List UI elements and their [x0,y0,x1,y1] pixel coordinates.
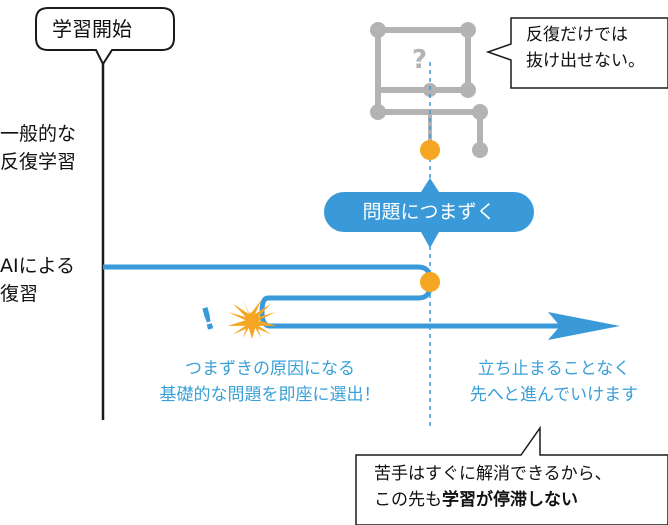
stumble-pill [324,178,534,248]
bottom-bubble-line2: この先も学習が停滞しない [374,487,612,513]
loop-joints [370,22,488,158]
ai-review-label: AIによる 復習 [0,253,75,308]
loop-joint [370,104,386,120]
loop-joint [472,104,488,120]
exclamation-icon: ! [197,301,219,338]
cause-text-line2: 基礎的な問題を即座に選出！ [159,384,381,405]
general-repetition-label: 一般的な 反復学習 [0,121,76,176]
stumble-point-general [420,140,440,160]
loop-joint [370,22,386,38]
stumble-point-ai [420,272,440,292]
ai-path [103,264,560,329]
general-label-line2: 反復学習 [0,150,77,173]
stumble-pill-text: 問題につまずく [362,201,496,223]
loop-bubble [485,17,668,89]
ai-arrow-head [548,312,620,340]
cause-text-line1: つまずきの原因になる [185,359,355,379]
start-bubble [35,7,175,67]
loop-joint [460,82,476,98]
continue-text: 立ち止まることなく 先へと進んでいけます [444,357,664,408]
loop-bubble-line1: 反復だけでは [526,25,628,45]
general-label-line1: 一般的な [0,123,77,145]
bottom-bubble [355,425,668,525]
cause-text: つまずきの原因になる 基礎的な問題を即座に選出！ [130,357,410,408]
ai-label-line1: AIによる [0,255,76,277]
loop-joint [460,22,476,38]
loop-bubble-line2: 抜け出せない。 [526,51,645,72]
ai-label-line2: 復習 [0,282,39,305]
bottom-bubble-text: 苦手はすぐに解消できるから、 この先も学習が停滞しない [374,461,612,514]
continue-text-line2: 先へと進んでいけます [469,384,639,405]
bottom-bubble-line1: 苦手はすぐに解消できるから、 [374,464,612,484]
continue-text-line1: 立ち止まることなく [477,359,631,379]
loop-bubble-text: 反復だけでは 抜け出せない。 [526,22,645,75]
bottom-bubble-line2-bold: 学習が停滞しない [442,490,578,511]
start-label: 学習開始 [52,17,132,41]
starburst-icon [227,300,277,339]
question-mark: ? [412,45,427,75]
bottom-bubble-line2-pre: この先も [374,490,442,511]
